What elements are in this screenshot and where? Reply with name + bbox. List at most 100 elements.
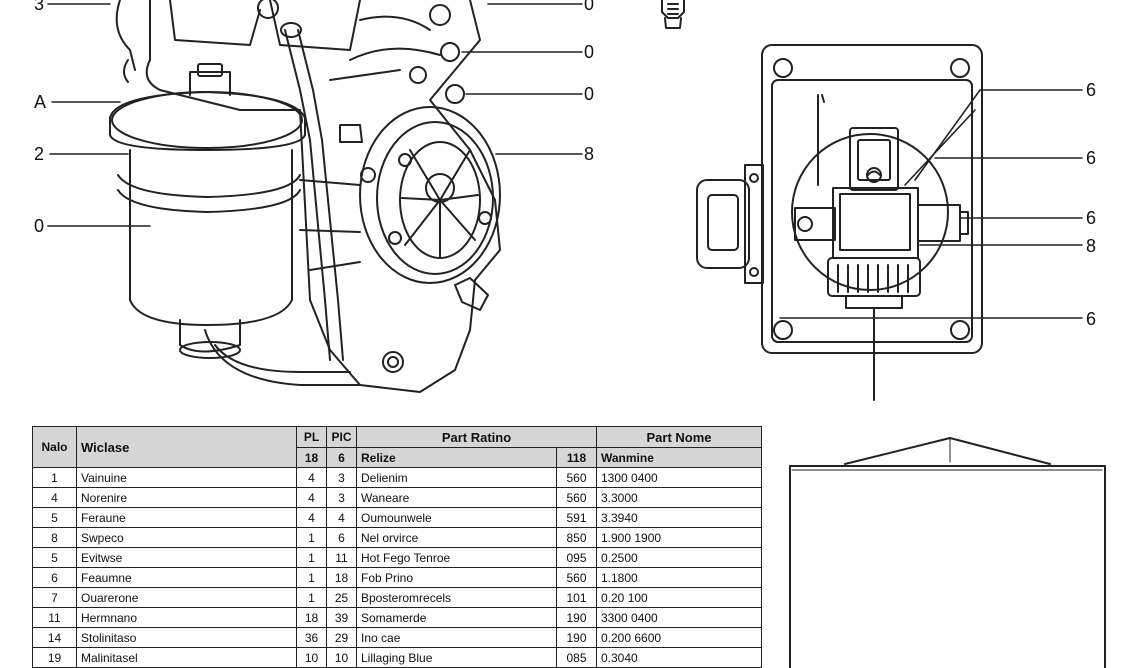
table-header-row: Nalo Wiclase PL PIC Part Ratino Part Nom…: [32, 426, 762, 468]
row-code: 095: [556, 547, 597, 568]
header-pic: PIC: [326, 426, 357, 448]
row-part-name: 1.900 1900: [596, 527, 762, 548]
row-pic: 18: [326, 567, 357, 588]
row-no: 7: [32, 587, 77, 608]
callout-middle-3: 0: [584, 84, 594, 104]
row-part-name: 0.200 6600: [596, 627, 762, 648]
subheader-c5: Relize: [356, 447, 557, 468]
row-pic: 29: [326, 627, 357, 648]
row-no: 1: [32, 467, 77, 488]
row-pl: 18: [296, 607, 327, 628]
callout-right-3: 6: [1086, 208, 1096, 228]
row-pic: 3: [326, 487, 357, 508]
header-no: Nalo: [32, 426, 77, 468]
row-code: 591: [556, 507, 597, 528]
row-wiclase: Stolinitaso: [76, 627, 297, 648]
row-part-rating: Delienim: [356, 467, 557, 488]
callout-left-3: 2: [34, 144, 44, 164]
callout-middle-2: 0: [584, 42, 594, 62]
row-wiclase: Norenire: [76, 487, 297, 508]
row-part-rating: Fob Prino: [356, 567, 557, 588]
row-wiclase: Evitwse: [76, 547, 297, 568]
leader-lines: [47, 3, 1083, 319]
row-pic: 6: [326, 527, 357, 548]
row-pic: 25: [326, 587, 357, 608]
row-part-rating: Ino cae: [356, 627, 557, 648]
row-part-rating: Lillaging Blue: [356, 647, 557, 668]
header-part-rating: Part Ratino: [356, 426, 597, 448]
header-wiclase: Wiclase: [76, 426, 297, 468]
row-no: 19: [32, 647, 77, 668]
row-pic: 3: [326, 467, 357, 488]
callout-left-2: A: [34, 92, 46, 112]
header-pl: PL: [296, 426, 327, 448]
row-code: 190: [556, 627, 597, 648]
callout-left-1: 3: [34, 0, 44, 14]
row-pl: 1: [296, 567, 327, 588]
row-wiclase: Feraune: [76, 507, 297, 528]
engine-illustration: [109, 0, 501, 393]
callout-right-1: 6: [1086, 80, 1096, 100]
callout-middle-1: 0: [584, 0, 594, 14]
row-wiclase: Ouarerone: [76, 587, 297, 608]
row-part-rating: Nel orvirce: [356, 527, 557, 548]
sensor-plate-illustration: [696, 44, 983, 401]
row-wiclase: Malinitasel: [76, 647, 297, 668]
blank-panel-outline: [789, 437, 1106, 668]
row-wiclase: Vainuine: [76, 467, 297, 488]
row-part-name: 3.3940: [596, 507, 762, 528]
row-part-rating: Somamerde: [356, 607, 557, 628]
row-no: 5: [32, 507, 77, 528]
header-part-name: Part Nome: [596, 426, 762, 448]
row-part-name: 3300 0400: [596, 607, 762, 628]
subheader-c4: 6: [326, 447, 357, 468]
row-code: 560: [556, 467, 597, 488]
row-pl: 1: [296, 547, 327, 568]
row-pic: 39: [326, 607, 357, 628]
row-pl: 1: [296, 587, 327, 608]
subheader-c3: 18: [296, 447, 327, 468]
row-wiclase: Hermnano: [76, 607, 297, 628]
row-wiclase: Swpeco: [76, 527, 297, 548]
row-pl: 4: [296, 487, 327, 508]
callout-right-2: 6: [1086, 148, 1096, 168]
row-pic: 4: [326, 507, 357, 528]
row-code: 560: [556, 567, 597, 588]
row-no: 14: [32, 627, 77, 648]
callout-left-4: 0: [34, 216, 44, 236]
row-pl: 10: [296, 647, 327, 668]
row-pic: 11: [326, 547, 357, 568]
row-no: 6: [32, 567, 77, 588]
row-pl: 1: [296, 527, 327, 548]
parts-table: Nalo Wiclase PL PIC Part Ratino Part Nom…: [32, 426, 762, 668]
row-part-rating: Bposteromrecels: [356, 587, 557, 608]
row-part-rating: Oumounwele: [356, 507, 557, 528]
row-part-name: 1300 0400: [596, 467, 762, 488]
row-wiclase: Feaumne: [76, 567, 297, 588]
row-code: 085: [556, 647, 597, 668]
callout-right-4: 8: [1086, 236, 1096, 256]
row-part-rating: Hot Fego Tenroe: [356, 547, 557, 568]
row-part-name: 0.20 100: [596, 587, 762, 608]
row-code: 560: [556, 487, 597, 508]
row-pl: 36: [296, 627, 327, 648]
row-part-name: 1.1800: [596, 567, 762, 588]
row-code: 101: [556, 587, 597, 608]
row-part-name: 3.3000: [596, 487, 762, 508]
row-code: 190: [556, 607, 597, 628]
row-part-rating: Waneare: [356, 487, 557, 508]
spark-plug-illustration: [661, 0, 685, 29]
row-part-name: 0.3040: [596, 647, 762, 668]
callout-right-5: 6: [1086, 309, 1096, 329]
